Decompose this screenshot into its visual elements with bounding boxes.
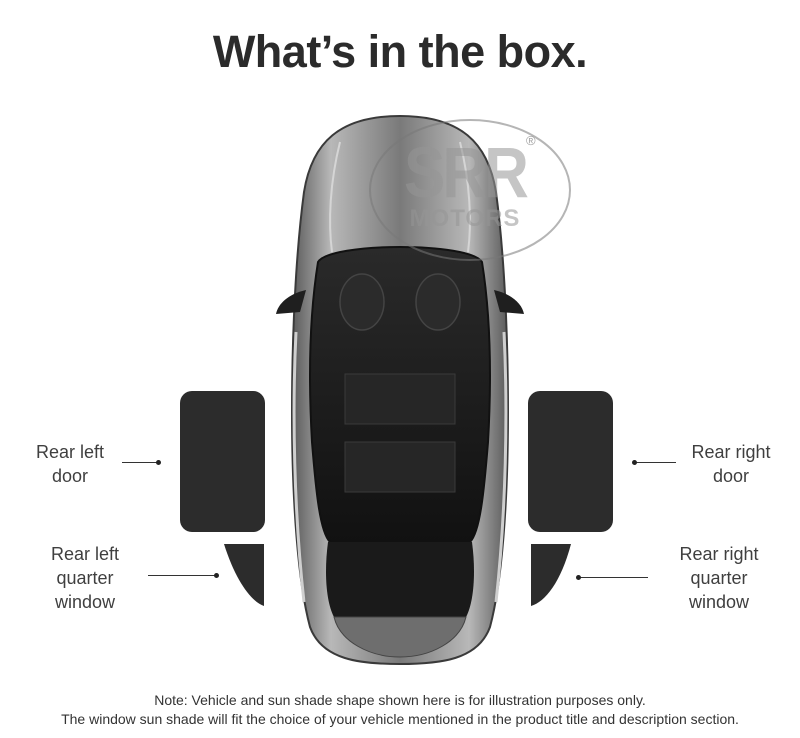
rear-left-quarter-shade [224, 544, 264, 606]
label-line: window [688, 592, 750, 612]
leader-dot [214, 573, 219, 578]
logo-text: SRR [404, 133, 529, 214]
car-top-view-illustration [276, 114, 524, 666]
rear-left-door-label: Rear left door [20, 440, 120, 488]
rear-right-door-shade [528, 391, 613, 532]
leader-line [636, 462, 676, 463]
label-line: Rear right [679, 544, 759, 564]
label-line: door [712, 466, 750, 486]
label-line: door [51, 466, 89, 486]
disclaimer-note: Note: Vehicle and sun shade shape shown … [154, 692, 646, 708]
leader-line [148, 575, 216, 576]
logo-subtext: MOTORS [409, 205, 521, 232]
logo-ring-icon [369, 119, 571, 261]
label-line: Rear left [35, 442, 105, 462]
leader-line [580, 577, 648, 578]
rear-right-door-label: Rear right door [676, 440, 786, 488]
leader-dot [156, 460, 161, 465]
label-line: quarter [690, 568, 748, 588]
label-line: window [54, 592, 116, 612]
label-line: Rear right [691, 442, 771, 462]
rear-left-door-shade [180, 391, 265, 532]
rear-right-quarter-shade [531, 544, 571, 606]
label-line: quarter [56, 568, 114, 588]
leader-dot [576, 575, 581, 580]
registered-mark: ® [526, 133, 536, 148]
disclaimer-note: The window sun shade will fit the choice… [61, 711, 739, 727]
label-line: Rear left [50, 544, 120, 564]
page-title: What’s in the box. [212, 26, 588, 77]
leader-line [122, 462, 158, 463]
rear-right-quarter-label: Rear right quarter window [664, 542, 774, 614]
leader-dot [632, 460, 637, 465]
rear-left-quarter-label: Rear left quarter window [30, 542, 140, 614]
brand-logo-watermark: SRR MOTORS ® [368, 117, 574, 265]
